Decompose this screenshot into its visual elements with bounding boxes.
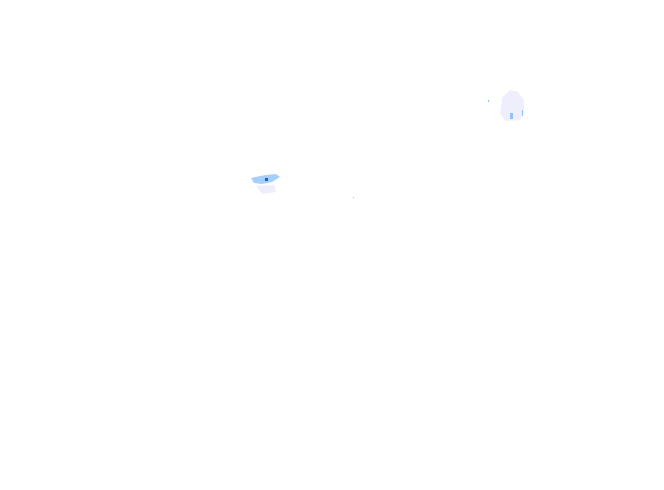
tiny-speck <box>353 197 354 198</box>
faint-lavender-blob-right <box>488 90 524 121</box>
faint-blue-speck-left <box>251 174 280 194</box>
